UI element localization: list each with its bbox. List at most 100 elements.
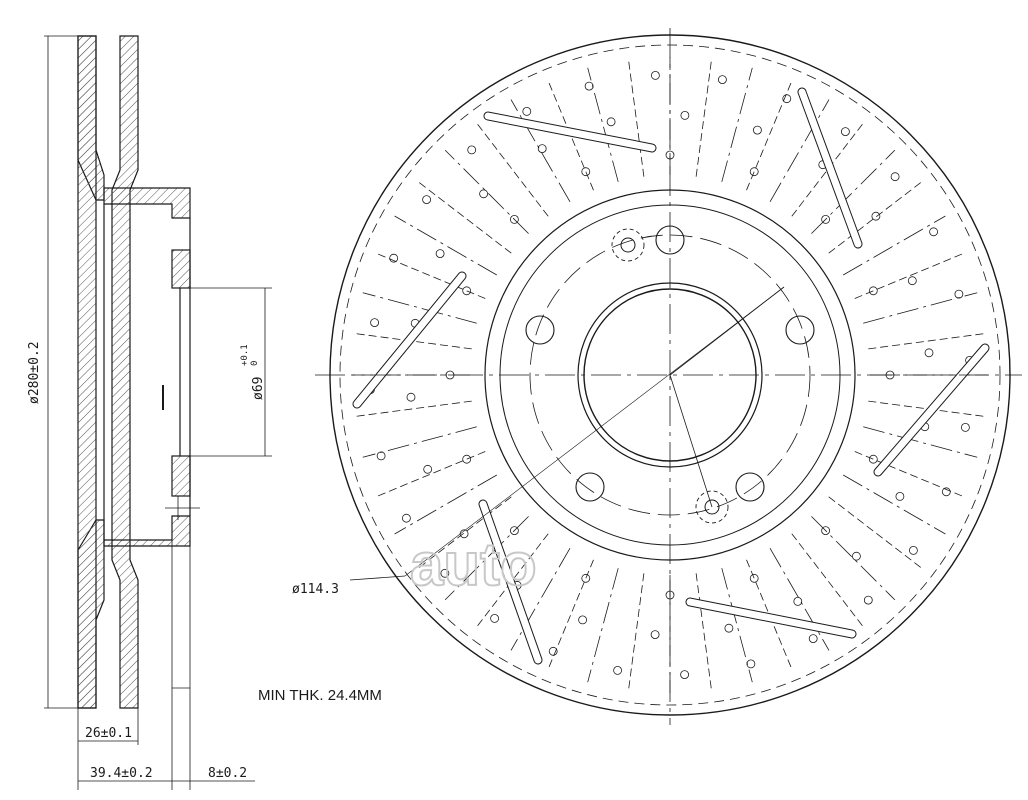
drill-hole xyxy=(868,454,878,464)
cooling-slot xyxy=(868,333,986,350)
bore-diameter-label: ø69 xyxy=(251,377,266,400)
cooling-slot xyxy=(587,568,619,683)
drill-hole xyxy=(581,573,591,583)
drill-hole xyxy=(680,111,690,120)
drill-hole xyxy=(718,75,727,84)
cooling-slot xyxy=(417,496,512,569)
locating-screw-hole xyxy=(620,237,636,253)
cooling-slot xyxy=(828,496,923,569)
drill-hole xyxy=(954,289,964,299)
drill-hole xyxy=(746,659,756,669)
drill-hole xyxy=(510,526,519,535)
cooling-slot xyxy=(811,516,896,601)
stud-hole xyxy=(575,472,605,502)
drill-hole xyxy=(490,614,500,623)
drill-hole xyxy=(868,286,878,296)
drill-hole xyxy=(821,526,830,535)
cooling-slot xyxy=(417,181,512,254)
drill-hole xyxy=(462,286,472,296)
hat-flange-lower xyxy=(171,455,191,497)
drill-hole xyxy=(724,623,734,633)
drill-hole xyxy=(808,634,818,643)
cooling-slot xyxy=(854,252,964,299)
drill-hole xyxy=(793,597,803,606)
drill-hole xyxy=(376,451,386,461)
drill-hole xyxy=(510,214,519,224)
watermark-logo: auto xyxy=(410,531,537,598)
drill-hole xyxy=(401,513,411,523)
locating-screw-hole xyxy=(704,499,720,515)
cooling-slot xyxy=(868,400,986,417)
cooling-slot xyxy=(362,292,477,324)
drill-hole xyxy=(924,348,934,358)
diagonal-slot xyxy=(353,272,466,408)
bore-tolerance-upper: +0.1 xyxy=(240,344,250,366)
cooling-slot xyxy=(769,548,830,651)
cooling-slot xyxy=(547,559,594,669)
outer-ring-left-face xyxy=(77,35,97,709)
cooling-slot xyxy=(628,59,645,177)
cooling-slot xyxy=(376,451,486,498)
bore-tolerance-lower: 0 xyxy=(250,361,260,366)
cooling-slot xyxy=(547,81,594,191)
cooling-slot xyxy=(791,533,864,628)
cooling-slot xyxy=(843,215,946,276)
hat-offset-label: 8±0.2 xyxy=(208,766,247,781)
drill-hole xyxy=(422,195,432,205)
side-dimension-lines xyxy=(44,35,272,790)
cooling-slot xyxy=(769,99,830,202)
drill-hole xyxy=(863,595,873,605)
drill-hole xyxy=(548,646,558,656)
drill-hole xyxy=(852,551,861,561)
cooling-slot xyxy=(721,67,753,182)
hat-flange-upper xyxy=(171,249,191,289)
drill-hole xyxy=(581,167,591,177)
cooling-slot xyxy=(476,533,549,628)
drill-hole xyxy=(907,276,917,286)
drill-hole xyxy=(909,546,918,555)
thickness-label: 26±0.1 xyxy=(85,726,132,741)
total-height-label: 39.4±0.2 xyxy=(90,766,153,781)
inner-friction-ring xyxy=(111,35,139,709)
cooling-slot xyxy=(444,516,529,601)
drill-hole xyxy=(370,318,380,328)
cooling-slot xyxy=(444,149,529,234)
cooling-slot xyxy=(746,81,793,191)
drill-hole xyxy=(584,81,594,91)
cooling-slot xyxy=(863,292,978,324)
drill-hole xyxy=(651,71,660,80)
cooling-slot xyxy=(746,559,793,669)
drill-hole xyxy=(479,189,489,199)
drill-hole xyxy=(895,491,905,501)
cooling-slot xyxy=(394,215,497,276)
drill-hole xyxy=(961,422,970,432)
drill-hole xyxy=(929,227,938,237)
drill-hole xyxy=(467,145,477,155)
drill-hole xyxy=(841,127,850,137)
outer-diameter-label: ø280±0.2 xyxy=(27,341,42,404)
cooling-slots xyxy=(352,57,988,693)
cooling-slot xyxy=(376,252,486,299)
drill-hole xyxy=(821,214,830,224)
stud-hole xyxy=(785,315,815,345)
diagonal-slot xyxy=(686,598,856,638)
min-thickness-note: MIN THK. 24.4MM xyxy=(258,687,382,704)
drill-hole xyxy=(522,107,532,116)
drill-hole xyxy=(680,670,689,679)
diagonal-slot xyxy=(479,500,542,664)
drill-hole xyxy=(606,117,616,127)
cooling-slot xyxy=(510,548,571,651)
drill-hole xyxy=(406,392,416,402)
diagonal-slot xyxy=(874,344,989,476)
diagonal-slot xyxy=(484,112,656,152)
drill-hole xyxy=(749,573,759,583)
cooling-slot xyxy=(828,181,923,254)
cooling-slot xyxy=(354,333,472,350)
drill-hole xyxy=(537,144,547,154)
cooling-slot xyxy=(510,99,571,202)
locating-screw-hole xyxy=(611,228,645,262)
drill-hole xyxy=(871,211,881,221)
drill-hole xyxy=(423,464,433,474)
locating-screw-hole xyxy=(695,490,729,524)
